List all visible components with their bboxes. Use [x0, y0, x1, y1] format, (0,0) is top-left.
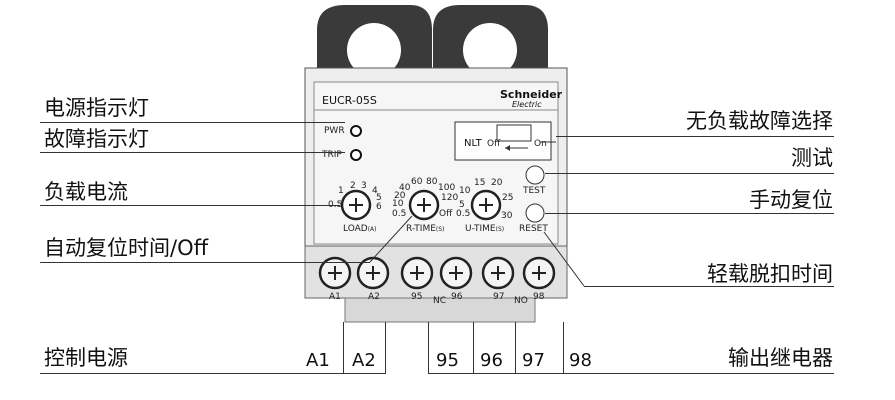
- u-time-mark: 0.5: [456, 209, 471, 219]
- terminal-label-a1: A1: [306, 350, 330, 371]
- label-load-current: 负载电流: [44, 180, 128, 204]
- r-time-mark: 20: [394, 191, 406, 201]
- ct-coil-left: [317, 5, 432, 82]
- r-time-mark: 60: [411, 177, 423, 187]
- terminal-screws: [318, 256, 556, 290]
- terminal-label-97: 97: [522, 350, 545, 371]
- u-time-mark: 20: [491, 178, 503, 188]
- r-time-mark: 80: [426, 177, 438, 187]
- terminal-label-95: 95: [436, 350, 459, 371]
- terminal-label-98: 98: [569, 350, 592, 371]
- terminal-label-96: 96: [480, 350, 503, 371]
- nlt-label: NLT: [464, 138, 482, 149]
- model-text: EUCR-05S: [322, 94, 377, 107]
- leader-line: [40, 205, 340, 206]
- terminal-label-a2: A2: [352, 350, 376, 371]
- reset-button[interactable]: [525, 203, 545, 223]
- u-time-mark: 30: [501, 211, 513, 221]
- pwr-led: [350, 125, 362, 137]
- r-time-dial[interactable]: [408, 189, 440, 221]
- test-button[interactable]: [525, 165, 545, 185]
- terminal-text-a1: A1: [329, 292, 341, 302]
- label-power-indicator: 电源指示灯: [44, 96, 149, 120]
- label-light-load-trip-time: 轻载脱扣时间: [707, 262, 833, 286]
- load-mark: 4: [372, 186, 378, 196]
- terminal-text-no: NO: [514, 296, 528, 306]
- terminal-text-96: 96: [451, 292, 463, 302]
- load-mark: 6: [376, 202, 382, 212]
- u-time-mark: 15: [474, 178, 486, 188]
- pwr-led-label: PWR: [324, 126, 345, 136]
- u-time-dial[interactable]: [470, 189, 502, 221]
- trip-led-label: TRIP: [322, 150, 342, 160]
- label-output-relay: 输出继电器: [728, 346, 833, 370]
- reset-button-label: RESET: [519, 224, 548, 234]
- label-test: 测试: [791, 146, 833, 170]
- r-time-mark: 100: [438, 183, 456, 193]
- u-time-mark: 10: [459, 186, 471, 196]
- brand-sub: Electric: [512, 100, 542, 109]
- terminal-text-95: 95: [411, 292, 423, 302]
- divider: [563, 322, 564, 374]
- r-time-mark: 120: [441, 193, 459, 203]
- load-dial[interactable]: [340, 189, 372, 221]
- terminal-text-98: 98: [533, 292, 545, 302]
- nlt-on-label: On: [534, 139, 547, 149]
- load-mark: 5: [376, 193, 382, 203]
- test-button-label: TEST: [523, 186, 546, 196]
- label-no-load-fault-select: 无负载故障选择: [686, 109, 833, 133]
- leader-line: [584, 286, 834, 287]
- label-manual-reset: 手动复位: [749, 188, 833, 212]
- leader-line: [428, 373, 834, 374]
- leader-line: [40, 373, 385, 374]
- divider: [428, 322, 429, 374]
- terminal-text-97: 97: [493, 292, 505, 302]
- divider: [473, 322, 474, 374]
- terminal-text-a2: A2: [368, 292, 380, 302]
- leader-line: [545, 213, 834, 214]
- leader-line: [40, 262, 370, 263]
- trip-led: [350, 149, 362, 161]
- label-fault-indicator: 故障指示灯: [44, 127, 149, 151]
- terminal-text-nc: NC: [433, 296, 447, 306]
- ct-coil-right: [433, 5, 548, 82]
- load-mark: 1: [338, 186, 344, 196]
- leader-line: [40, 152, 345, 153]
- divider: [515, 322, 516, 374]
- u-time-mark: 5: [459, 200, 465, 210]
- load-mark: 3: [361, 181, 367, 191]
- label-auto-reset-time: 自动复位时间/Off: [44, 236, 209, 260]
- u-time-mark: 25: [502, 193, 514, 203]
- r-time-mark: 10: [392, 199, 404, 209]
- label-control-power: 控制电源: [44, 346, 128, 370]
- leader-line: [556, 136, 834, 137]
- load-caption: LOAD(A): [343, 224, 377, 234]
- divider: [385, 322, 386, 374]
- leader-line: [40, 122, 345, 123]
- load-mark: 2: [350, 181, 356, 191]
- brand-logo: Schneider: [500, 88, 563, 101]
- r-time-mark: 0.5: [392, 209, 407, 219]
- u-time-caption: U-TIME(S): [465, 224, 505, 234]
- r-time-caption: R-TIME(S): [406, 224, 445, 234]
- leader-line: [545, 173, 834, 174]
- r-time-mark: Off: [439, 209, 453, 219]
- divider: [343, 322, 344, 374]
- nlt-off-label: Off: [487, 139, 501, 149]
- r-time-mark: 40: [399, 183, 411, 193]
